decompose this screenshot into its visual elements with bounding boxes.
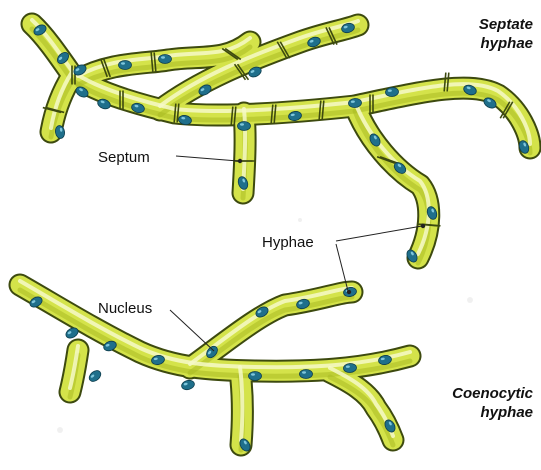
coenocytic-title-line-1: Coenocytic [452,385,534,402]
nucleus [119,61,132,70]
septate-hypha-fill-5 [355,106,429,258]
nucleus [249,372,262,381]
hyphae-label: Hyphae [262,234,314,251]
nucleus-leader-line [170,310,214,351]
nucleus [238,122,251,131]
septate-title-line-1: Septate [479,16,533,33]
nucleus-highlight [161,56,165,58]
septate-hyphae-drawing [32,20,530,264]
nucleus [300,370,313,379]
nucleus-highlight [251,373,255,375]
nucleus [181,379,196,391]
coenocytic-hyphae-drawing [20,281,410,453]
septate-title-line-2: hyphae [480,35,533,52]
nucleus [159,55,172,64]
hyphae-leader-line [336,226,422,241]
nucleus-highlight [240,123,244,125]
nucleus-highlight [121,62,125,64]
nucleus-label: Nucleus [98,300,152,317]
septum-label: Septum [98,149,150,166]
coenocytic-title-line-2: hyphae [480,404,533,421]
hyphae-pointer-dot [421,224,425,228]
nucleus [87,368,103,383]
hyphae-pointer-dot-2 [347,290,351,294]
septum-leader-line [176,156,238,161]
septum-pointer-dot [238,159,242,163]
nucleus-highlight [302,371,306,373]
